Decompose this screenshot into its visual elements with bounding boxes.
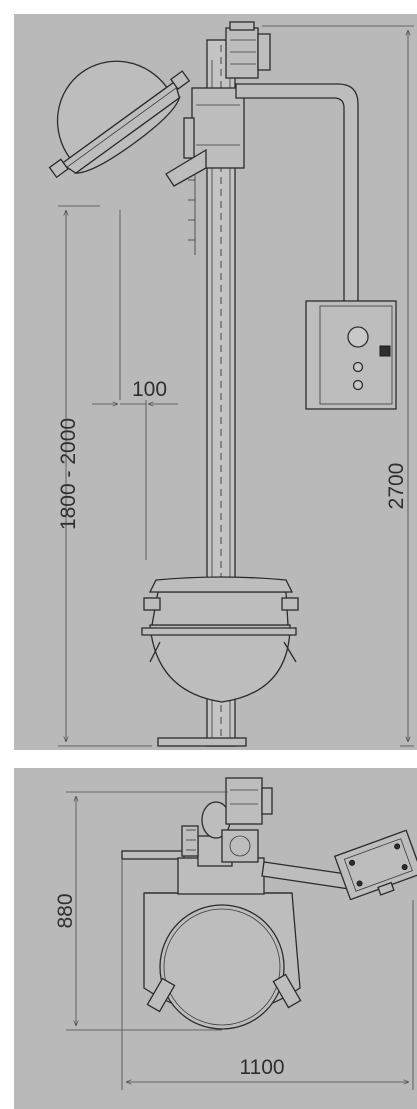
dim-label-100: 100 xyxy=(132,378,167,401)
dim-100: 100 xyxy=(92,210,178,560)
emergency-stop-icon xyxy=(379,345,391,357)
side-shelf xyxy=(121,850,185,860)
control-box xyxy=(305,300,397,410)
dim-label-2700: 2700 xyxy=(385,463,408,510)
top-motor xyxy=(225,21,271,79)
main-switch-icon xyxy=(347,326,369,348)
dim-label-880: 880 xyxy=(54,893,77,928)
bowl-top-view xyxy=(143,892,302,1030)
dim-880: 880 xyxy=(54,791,228,1031)
dim-label-1100: 1100 xyxy=(239,1056,284,1079)
lower-bowl xyxy=(141,576,299,703)
dim-label-1800-2000: 1800 - 2000 xyxy=(57,418,80,530)
dim-1800-2000: 1800 - 2000 xyxy=(57,205,152,747)
side-view: 1800 - 2000 100 2700 xyxy=(48,21,414,747)
indicator-light-icon xyxy=(352,361,364,373)
base-plate xyxy=(157,737,247,747)
dim-2700: 2700 xyxy=(262,25,414,747)
dim-1100: 1100 xyxy=(121,860,414,1090)
top-view: 880 1100 xyxy=(54,777,417,1090)
push-button-icon xyxy=(352,379,364,391)
tilt-bracket xyxy=(165,148,207,187)
control-box-top xyxy=(333,829,417,901)
upper-tilted-bowl xyxy=(48,60,191,179)
drive-assembly-top xyxy=(177,777,273,895)
